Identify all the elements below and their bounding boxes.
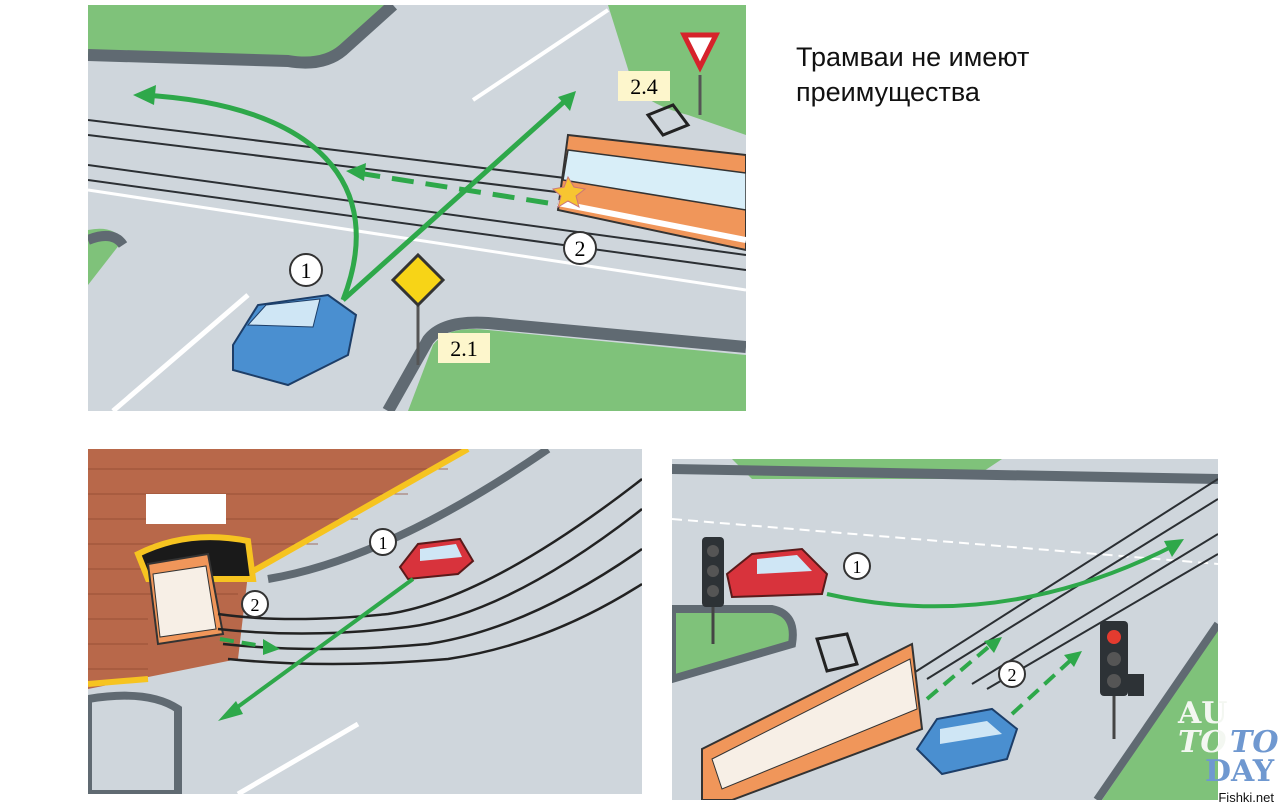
illustration-intersection-top: 2.4 2.1 1 2 [88, 5, 746, 411]
watermark-logo-line1: AU [1178, 696, 1228, 731]
caption-line-2: преимущества [796, 77, 980, 107]
tram-label: 2 [575, 236, 586, 261]
tram-label: 2 [1008, 665, 1017, 685]
tram [701, 632, 924, 800]
watermark-logo-line3: DAY [1205, 754, 1275, 789]
car-blue [915, 707, 1019, 776]
caption: Трамваи не имеют преимущества [796, 40, 1029, 110]
car-label: 1 [301, 258, 312, 283]
tram [551, 103, 746, 252]
car-red [725, 547, 829, 599]
tram-label: 2 [251, 595, 260, 615]
illustration-tunnel: 1 2 [88, 449, 642, 794]
watermark-site: Fishki.net [1218, 790, 1274, 806]
sign-label-main-road: 2.1 [450, 336, 478, 361]
car-label: 1 [379, 533, 388, 553]
caption-line-1: Трамваи не имеют [796, 42, 1030, 72]
sign-label-yield: 2.4 [630, 74, 658, 99]
illustration-traffic-lights: 1 2 [672, 459, 1218, 800]
watermark-logo-line2a: TO [1178, 725, 1227, 760]
car-blue [232, 293, 358, 387]
car-red [398, 537, 475, 581]
watermark-logo-line2b: TO [1230, 725, 1279, 760]
car-label: 1 [853, 557, 862, 577]
